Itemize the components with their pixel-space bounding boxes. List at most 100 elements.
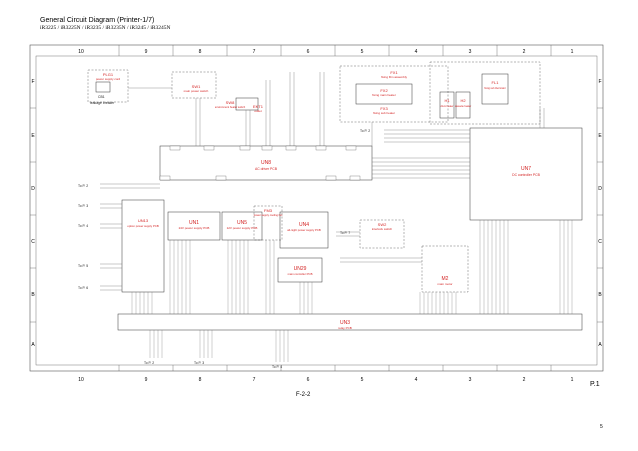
un1-label: UN1	[189, 220, 199, 226]
connector	[239, 145, 251, 151]
plg1-outline	[87, 69, 129, 103]
row-label: E	[598, 133, 602, 139]
col-label: 10	[78, 377, 84, 383]
col-label: 1	[571, 377, 574, 383]
un4-box	[279, 211, 329, 249]
un8-desc: AC driver PCB	[255, 167, 278, 171]
sw8-box	[235, 97, 259, 111]
un7-label: UN7	[521, 166, 531, 172]
un3-desc: relay PCB	[338, 326, 352, 330]
h2-desc: cassette heater	[455, 105, 472, 108]
connector	[315, 145, 327, 151]
connector	[261, 145, 273, 151]
un5-box	[221, 211, 263, 241]
to-page-ref: To P. 6	[78, 286, 88, 290]
col-label: 4	[415, 49, 418, 55]
sw1-label: SW1	[192, 84, 201, 89]
row-label: B	[598, 292, 602, 298]
row-label: D	[598, 186, 602, 192]
to-page-ref: To P. 3	[78, 204, 88, 208]
col-label: 3	[469, 377, 472, 383]
col-label: 1	[571, 49, 574, 55]
col-label: 5	[361, 377, 364, 383]
fx2-desc: fixing main heater	[372, 93, 396, 97]
un4-label: UN4	[299, 222, 309, 228]
fx2-box	[355, 83, 413, 105]
fm3-label: FM3	[264, 208, 273, 213]
col-label: 9	[145, 49, 148, 55]
h1-desc: drum heater	[441, 105, 454, 108]
col-label: 7	[253, 377, 256, 383]
m2-desc: main motor	[437, 282, 452, 286]
sw1-outline	[171, 71, 217, 99]
un4-desc: all-night power supply PCB	[287, 228, 321, 232]
row-label: B	[31, 292, 35, 298]
connector	[215, 175, 227, 181]
col-label: 6	[307, 49, 310, 55]
connector	[325, 175, 337, 181]
sw2-label: SW2	[378, 222, 387, 227]
cb1-label: CB1	[98, 95, 105, 99]
h2-label: H2	[460, 98, 466, 103]
col-label: 5	[361, 49, 364, 55]
col-label: 2	[523, 49, 526, 55]
un5-desc: 12V power supply PCB	[227, 226, 258, 230]
page-number: 5	[600, 424, 603, 430]
to-page-ref: To P. 5	[78, 264, 88, 268]
fx1-desc: fixing film assembly	[381, 75, 408, 79]
to-page-ref: To P. 4	[78, 224, 88, 228]
row-label: A	[31, 342, 35, 348]
to-page-ref: To P. 3	[194, 361, 204, 365]
connector	[345, 145, 357, 151]
ekt1-desc: outlet	[254, 109, 262, 113]
h1-label: H1	[444, 98, 450, 103]
un13-desc: option power supply PCB	[127, 224, 159, 228]
leakage-breaker-label: leakage breaker	[90, 101, 115, 105]
row-label: F	[31, 79, 34, 85]
un3-box	[117, 313, 583, 331]
col-label: 8	[199, 49, 202, 55]
m2-label: M2	[442, 276, 449, 282]
fx3-desc: fixing sub heater	[373, 111, 395, 115]
frame-outer	[29, 44, 604, 372]
row-label: E	[31, 133, 35, 139]
col-label: 8	[199, 377, 202, 383]
un13-label: UN13	[138, 218, 149, 223]
col-label: 3	[469, 49, 472, 55]
h-box-right	[481, 73, 509, 105]
fm3-desc: power supply cooling fan	[254, 213, 283, 217]
sw8-label: SW8	[226, 100, 235, 105]
frame-inner	[35, 55, 598, 366]
un7-desc: DC controller PCB	[512, 173, 540, 177]
plg1-desc: power supply cord	[96, 77, 121, 81]
un1-box	[167, 211, 221, 241]
un29-desc: main controller PCB	[288, 272, 313, 276]
figure-number: F-2-2	[296, 392, 311, 398]
col-label: 10	[78, 49, 84, 55]
fl1-label: FL1	[492, 80, 500, 85]
connector	[349, 175, 361, 181]
ekt1-label: EKT1	[253, 104, 264, 109]
heater-outline	[429, 61, 541, 125]
un5-label: UN5	[237, 220, 247, 226]
row-label: A	[598, 342, 602, 348]
fx1-label: FX1	[390, 70, 398, 75]
h-box-left	[439, 91, 455, 119]
row-label: C	[31, 239, 35, 245]
row-label: D	[31, 186, 35, 192]
fm3-outline	[253, 205, 283, 241]
connector	[203, 145, 215, 151]
un13-box	[121, 199, 165, 293]
col-label: 9	[145, 377, 148, 383]
cb1-box	[95, 81, 111, 93]
plg1-label: PLG1	[103, 72, 114, 77]
fx1-outline	[339, 65, 449, 123]
to-page-ref: To P. 2	[78, 184, 88, 188]
sw2-outline	[359, 219, 405, 249]
fl1-desc: fixing sub thermistor	[484, 87, 506, 90]
un3-label: UN3	[340, 320, 350, 326]
to-page-ref: To P. 2	[360, 129, 370, 133]
col-label: 6	[307, 377, 310, 383]
fx3-label: FX3	[380, 106, 388, 111]
